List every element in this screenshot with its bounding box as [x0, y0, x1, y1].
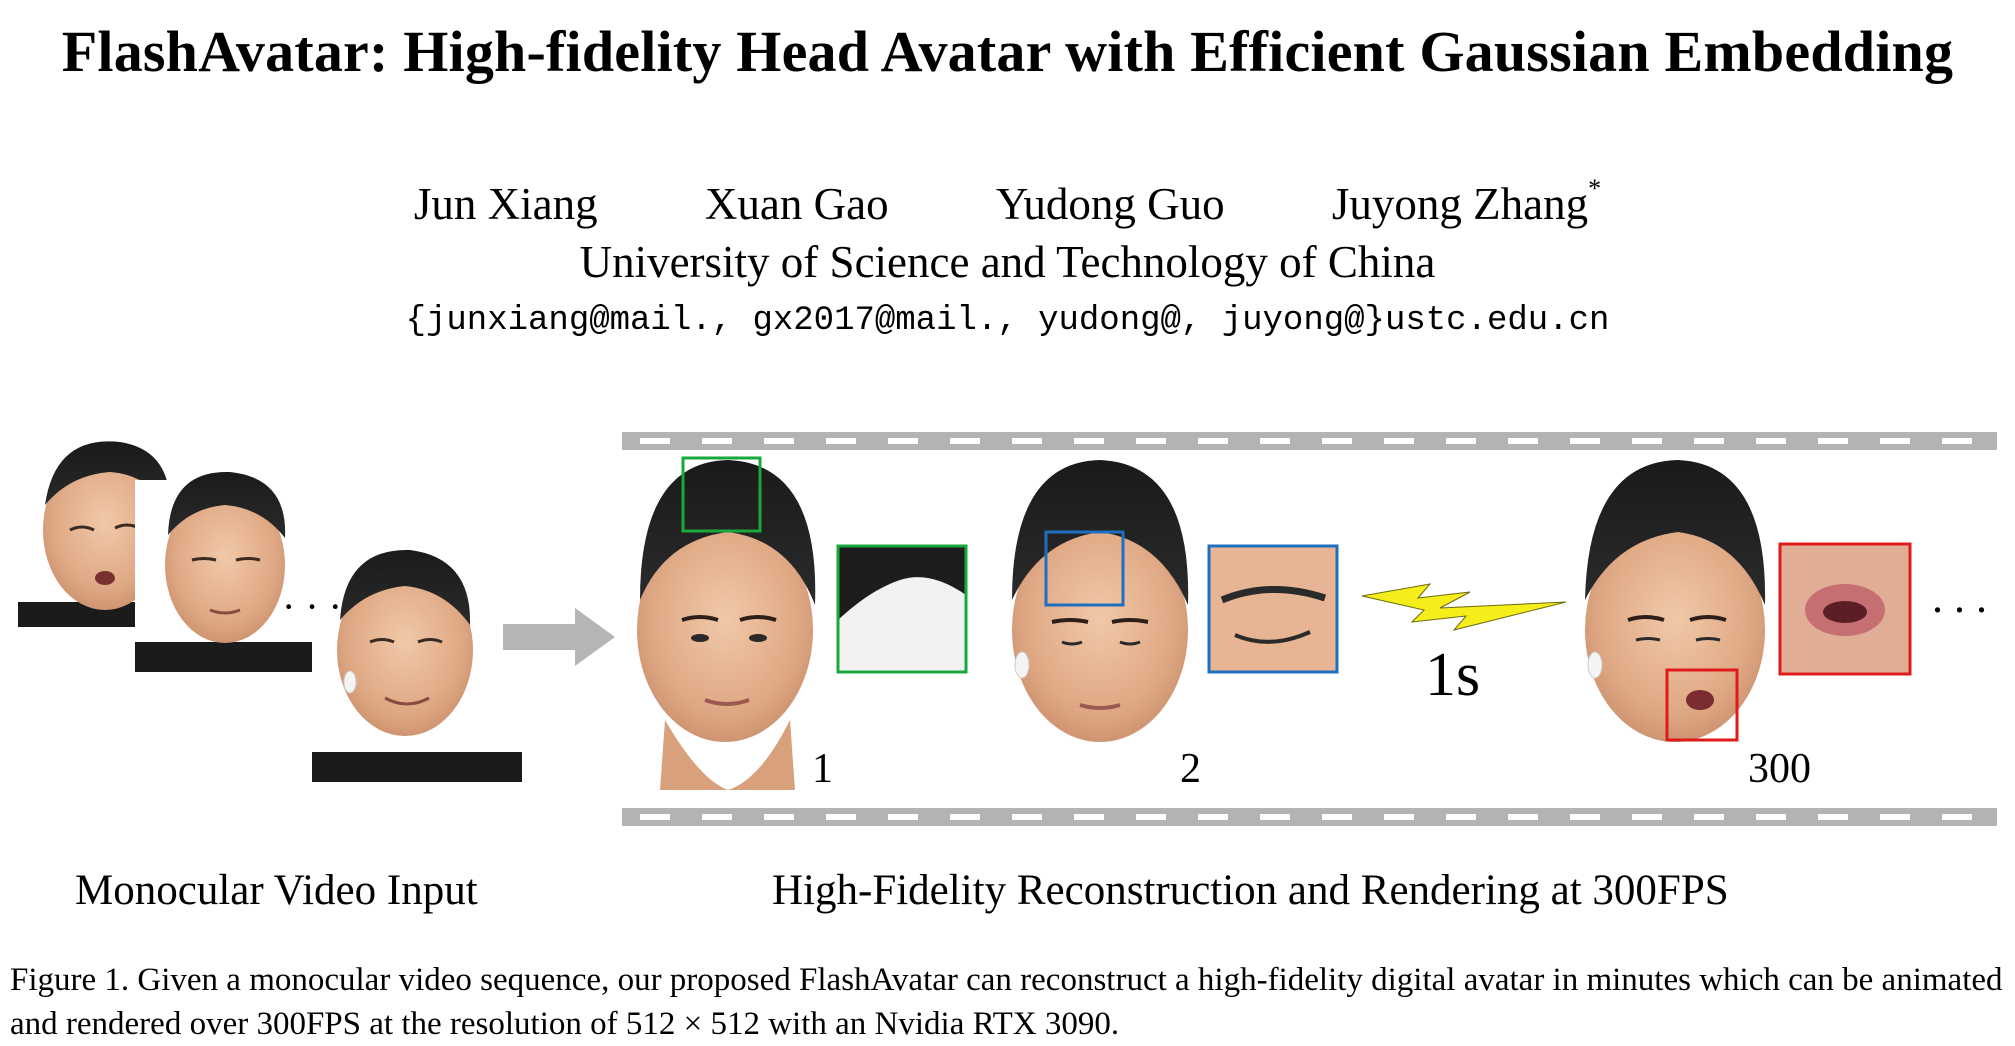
- film-perforation: [1632, 814, 1662, 820]
- film-perforation: [1198, 438, 1228, 444]
- film-perforation: [1942, 814, 1972, 820]
- frame-number-2: 2: [1180, 746, 1201, 792]
- teaser-figure: · · ·: [18, 432, 1997, 826]
- input-frame-3: [312, 549, 522, 782]
- film-perforation: [764, 814, 794, 820]
- affiliation: University of Science and Technology of …: [579, 237, 1436, 287]
- film-perforation: [640, 438, 670, 444]
- author-1: Jun Xiang: [413, 179, 598, 229]
- process-arrow-icon: [503, 608, 615, 666]
- output-label: High-Fidelity Reconstruction and Renderi…: [772, 867, 1729, 914]
- author-4: Juyong Zhang*: [1331, 174, 1601, 229]
- film-perforation: [702, 814, 732, 820]
- film-perforation: [1508, 814, 1538, 820]
- input-frame-2: [135, 471, 315, 672]
- film-perforation: [1694, 814, 1724, 820]
- film-perforation: [1074, 814, 1104, 820]
- mouth-zoom-inset: [1778, 542, 1912, 676]
- film-perforation: [1260, 814, 1290, 820]
- film-perforation: [1446, 814, 1476, 820]
- film-perforation: [1322, 814, 1352, 820]
- film-perforation: [1446, 438, 1476, 444]
- film-perforation: [1322, 438, 1352, 444]
- frame-number-1: 1: [812, 746, 833, 792]
- frame-number-300: 300: [1748, 746, 1811, 792]
- rendered-frame-1: [637, 460, 816, 790]
- author-2: Xuan Gao: [704, 179, 889, 229]
- film-perforation: [888, 438, 918, 444]
- film-perforation: [1074, 438, 1104, 444]
- time-label: 1s: [1425, 641, 1480, 709]
- rendered-frame-2: [1012, 460, 1189, 742]
- paper-title: FlashAvatar: High-fidelity Head Avatar w…: [61, 19, 1954, 84]
- film-perforation: [950, 814, 980, 820]
- hair-detail-box-green: [681, 456, 762, 533]
- film-perforation: [1260, 438, 1290, 444]
- film-perforation: [1136, 814, 1166, 820]
- film-perforation: [764, 438, 794, 444]
- film-perforation: [1384, 438, 1414, 444]
- mouth-detail-box-red: [1665, 668, 1739, 742]
- film-perforation: [1384, 814, 1414, 820]
- author-3: Yudong Guo: [995, 179, 1225, 229]
- corresponding-mark: *: [1588, 174, 1602, 203]
- film-perforation: [1136, 438, 1166, 444]
- film-perforation: [1632, 438, 1662, 444]
- film-perforation: [1012, 814, 1042, 820]
- film-perforation: [1942, 438, 1972, 444]
- output-ellipsis: . . .: [1932, 573, 1987, 622]
- film-perforation: [1694, 438, 1724, 444]
- film-perforation: [1198, 814, 1228, 820]
- author-list: Jun Xiang Xuan Gao Yudong Guo Juyong Zha…: [0, 174, 2015, 230]
- film-perforation: [1756, 814, 1786, 820]
- film-perforation: [1570, 814, 1600, 820]
- film-perforation: [1818, 814, 1848, 820]
- film-perforation: [1818, 438, 1848, 444]
- hair-zoom-inset: [836, 544, 968, 674]
- eye-zoom-inset: [1207, 544, 1339, 674]
- film-perforation: [1570, 438, 1600, 444]
- film-perforation: [1880, 438, 1910, 444]
- input-ellipsis: · · ·: [282, 584, 342, 629]
- figure-caption: Figure 1. Given a monocular video sequen…: [10, 962, 2003, 1042]
- film-perforation: [950, 438, 980, 444]
- lightning-bolt-icon: [1361, 583, 1567, 631]
- film-perforation: [1012, 438, 1042, 444]
- film-perforation: [1756, 438, 1786, 444]
- eye-detail-box-blue: [1044, 530, 1125, 607]
- film-strip: [622, 432, 1997, 826]
- film-perforation: [1508, 438, 1538, 444]
- film-perforation: [1880, 814, 1910, 820]
- input-label: Monocular Video Input: [75, 867, 478, 914]
- film-perforation: [826, 438, 856, 444]
- author-emails: {junxiang@mail., gx2017@mail., yudong@, …: [405, 302, 1610, 340]
- film-perforation: [888, 814, 918, 820]
- film-perforation: [702, 438, 732, 444]
- rendered-frame-300: [1585, 460, 1766, 742]
- film-perforation: [640, 814, 670, 820]
- film-perforation: [826, 814, 856, 820]
- author-4-name: Juyong Zhang: [1331, 179, 1589, 229]
